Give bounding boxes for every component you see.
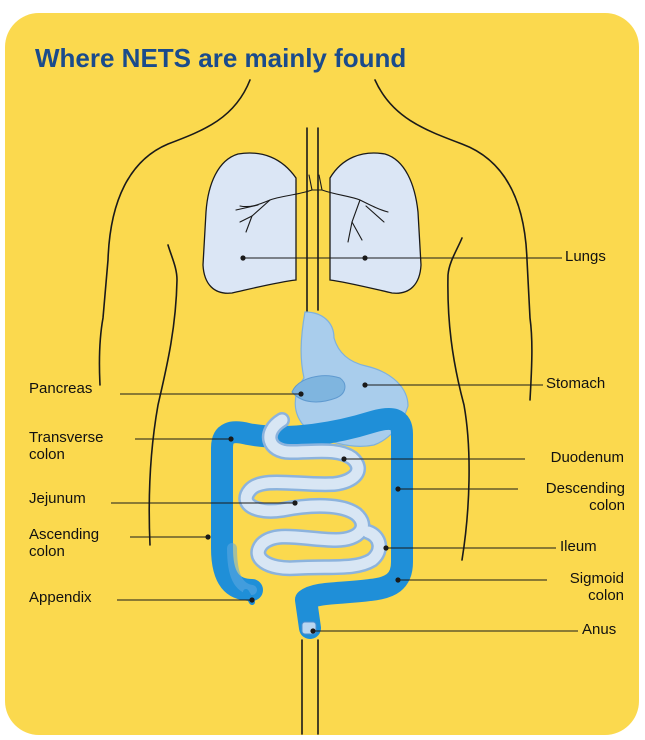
label-appendix: Appendix (29, 589, 92, 606)
label-ascending-colon-line1: Ascending (29, 526, 99, 543)
label-stomach: Stomach (546, 375, 605, 392)
label-ascending-colon-line2: colon (29, 543, 99, 560)
label-descending-colon-line1: Descending (546, 480, 625, 497)
label-duodenum: Duodenum (551, 449, 624, 466)
right-lung (330, 153, 421, 293)
label-descending-colon-line2: colon (546, 497, 625, 514)
lungs-illustration (203, 153, 421, 293)
label-sigmoid-colon: Sigmoid colon (570, 570, 624, 604)
label-descending-colon: Descending colon (546, 480, 625, 514)
label-ascending-colon: Ascending colon (29, 526, 99, 560)
label-lungs: Lungs (565, 248, 606, 265)
label-jejunum: Jejunum (29, 490, 86, 507)
label-transverse-colon-line2: colon (29, 446, 103, 463)
label-pancreas: Pancreas (29, 380, 92, 397)
label-ileum: Ileum (560, 538, 597, 555)
label-transverse-colon-line1: Transverse (29, 429, 103, 446)
pancreas-illustration (292, 376, 345, 402)
label-sigmoid-colon-line2: colon (570, 587, 624, 604)
label-sigmoid-colon-line1: Sigmoid (570, 570, 624, 587)
label-anus: Anus (582, 621, 616, 638)
label-transverse-colon: Transverse colon (29, 429, 103, 463)
